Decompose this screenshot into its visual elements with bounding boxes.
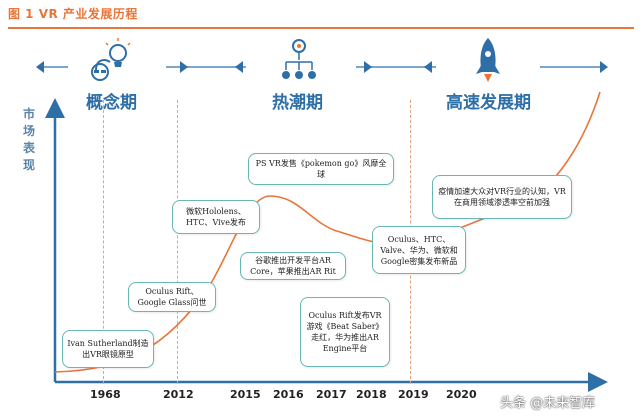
year-label: 2018 bbox=[356, 388, 387, 401]
phase-arrow-left bbox=[36, 61, 44, 73]
phase-line bbox=[540, 66, 600, 68]
year-label: 2015 bbox=[230, 388, 261, 401]
phase-arrow-right bbox=[180, 61, 188, 73]
event-callout-2012: Oculus Rift、Google Glass问世 bbox=[128, 282, 216, 312]
gear-network-icon bbox=[282, 39, 316, 79]
event-callout-1968: Ivan Sutherland制造出VR眼镜原型 bbox=[62, 330, 154, 368]
event-callout-2017b: Oculus Rift发布VR游戏《Beat Saber》走红，华为推出AR E… bbox=[300, 297, 390, 367]
phase-concept: 概念期 bbox=[86, 93, 137, 113]
phase-arrow-right bbox=[600, 61, 608, 73]
year-label: 2016 bbox=[273, 388, 304, 401]
year-label: 1968 bbox=[90, 388, 121, 401]
phase-arrow-right bbox=[364, 61, 372, 73]
title-rule bbox=[8, 27, 634, 29]
phase-rapid-growth: 高速发展期 bbox=[446, 93, 531, 113]
watermark: 头条 @未来智库 bbox=[500, 396, 596, 411]
year-label: 2017 bbox=[316, 388, 347, 401]
year-guide bbox=[177, 100, 178, 384]
phase-line bbox=[166, 66, 246, 68]
phase-line bbox=[356, 66, 436, 68]
y-axis-label: 市场表现 bbox=[22, 107, 35, 172]
phase-boom: 热潮期 bbox=[272, 93, 323, 113]
rocket-icon bbox=[476, 38, 500, 82]
year-label: 2019 bbox=[398, 388, 429, 401]
lightbulb-head-icon bbox=[91, 38, 131, 81]
phase-arrow-left bbox=[424, 61, 432, 73]
year-label: 2012 bbox=[163, 388, 194, 401]
phase-arrow-left bbox=[235, 61, 243, 73]
event-callout-2019: Oculus、HTC、Valve、华为、微软和Google密集发布新品 bbox=[372, 226, 466, 274]
figure-title: 图 1 VR 产业发展历程 bbox=[8, 7, 138, 21]
year-label: 2020 bbox=[446, 388, 477, 401]
event-callout-2017a: 谷歌推出开发平台AR Core，苹果推出AR Rit bbox=[240, 252, 346, 280]
phase-line bbox=[44, 66, 68, 68]
event-callout-2016: PS VR发售《pokemon go》风靡全球 bbox=[248, 153, 394, 185]
event-callout-2015: 微软Hololens、HTC、Vive发布 bbox=[172, 200, 260, 234]
year-guide bbox=[103, 100, 104, 384]
event-callout-2020: 疫情加速大众对VR行业的认知，VR在商用领域渗透率空前加强 bbox=[432, 175, 572, 219]
